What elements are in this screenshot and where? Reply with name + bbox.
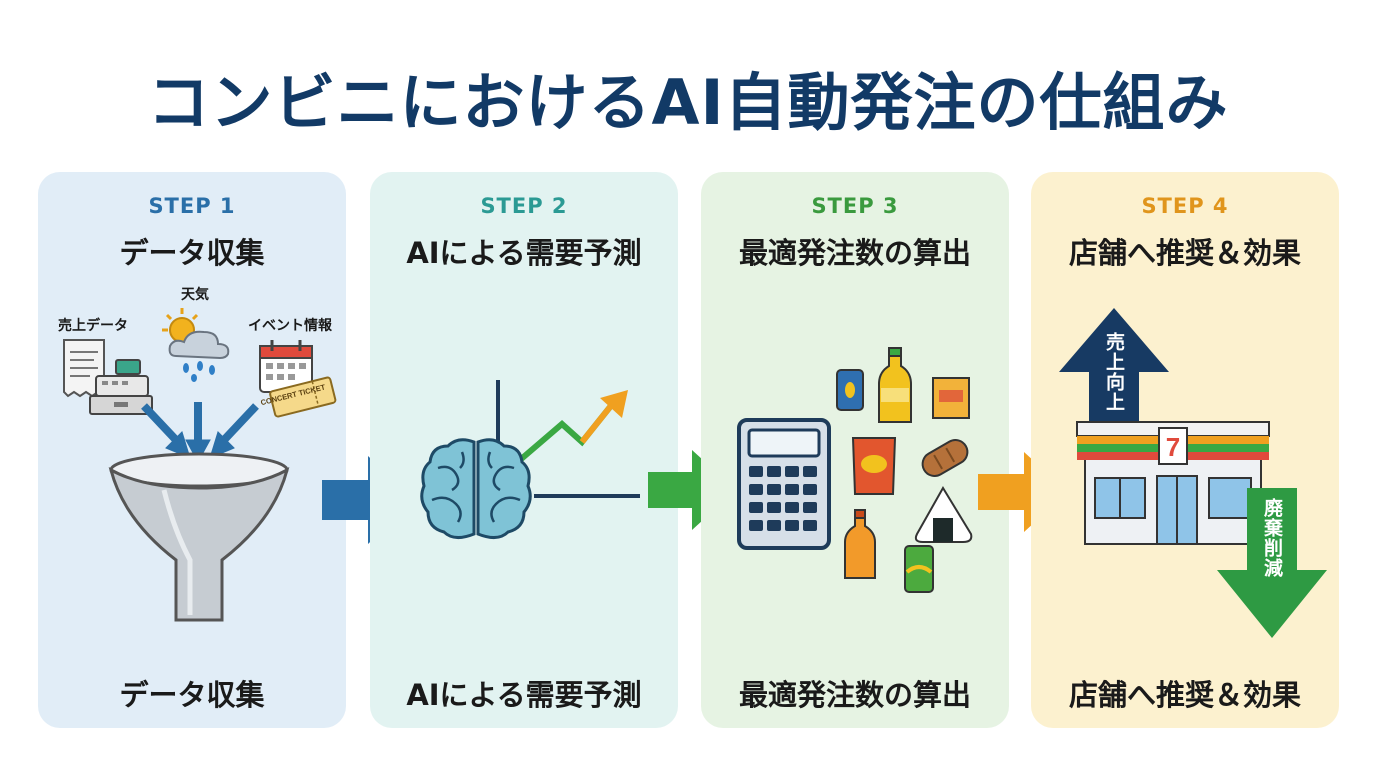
step-2-heading: AIによる需要予測 — [406, 236, 642, 270]
step-1-footer: データ収集 — [119, 678, 265, 712]
waste-down-label: 廃棄削減 — [1261, 498, 1283, 578]
step-4-heading: 店舗へ推奨＆効果 — [1068, 236, 1301, 270]
step-1-panel: STEP 1 データ収集 売上データ 天気 イベント情報 — [38, 172, 346, 728]
down-arrow-icon — [1217, 488, 1327, 638]
products-icon — [836, 347, 973, 593]
step-1-heading: データ収集 — [119, 236, 265, 270]
step-3-label: STEP 3 — [811, 194, 899, 218]
funnel-icon — [108, 452, 290, 622]
step-2-label: STEP 2 — [480, 194, 568, 218]
store-icon: 7 — [1076, 421, 1270, 545]
step-2-footer: AIによる需要予測 — [406, 678, 642, 712]
page-title: コンビニにおけるAI自動発注の仕組み — [147, 66, 1229, 139]
step-4-footer: 店舗へ推奨＆効果 — [1068, 678, 1301, 712]
events-label: イベント情報 — [248, 318, 332, 334]
sales-up-label: 売上向上 — [1103, 332, 1125, 412]
ticket-icon: CONCERT TICKET — [260, 376, 337, 418]
receipt-icon — [63, 339, 105, 398]
calendar-icon — [259, 340, 313, 393]
step-3-panel: STEP 3 最適発注数の算出 — [701, 172, 1009, 728]
step-3-footer: 最適発注数の算出 — [738, 678, 971, 712]
svg-text:7: 7 — [1166, 432, 1180, 462]
step-4-panel: STEP 4 店舗へ推奨＆効果 売上向上 7 廃棄削減 店舗へ推奨＆効果 — [1031, 172, 1339, 728]
step-3-heading: 最適発注数の算出 — [738, 236, 971, 270]
input-arrows — [141, 402, 259, 464]
cash-register-icon — [89, 359, 153, 415]
weather-label: 天気 — [181, 287, 209, 303]
sales-data-label: 売上データ — [58, 318, 128, 334]
step-4-label: STEP 4 — [1141, 194, 1229, 218]
calculator-icon — [737, 418, 831, 550]
sun-cloud-rain-icon — [162, 308, 230, 382]
step-2-panel: STEP 2 AIによる需要予測 AIによる需要予測 — [370, 172, 678, 728]
brain-icon — [420, 438, 532, 539]
up-arrow-icon — [1059, 308, 1169, 426]
step-1-label: STEP 1 — [148, 194, 236, 218]
